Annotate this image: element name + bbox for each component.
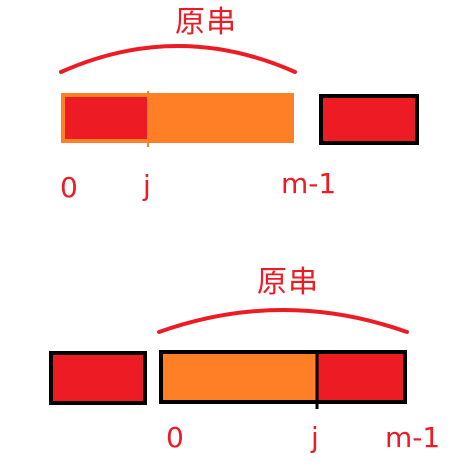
top-original-label: 原串 (175, 5, 237, 40)
bottom-original-outline (159, 350, 407, 404)
top-brace-arc (59, 44, 297, 74)
bottom-original-label: 原串 (257, 265, 319, 300)
bottom-index-m-1: m-1 (385, 421, 441, 454)
bottom-separate-red-block (49, 351, 147, 405)
bottom-original-red-suffix (317, 354, 404, 402)
top-index-j: j (143, 169, 151, 202)
top-separate-red-block (319, 94, 419, 145)
bottom-brace-arc (157, 308, 409, 334)
top-original-red-prefix (65, 97, 147, 139)
top-index-0: 0 (60, 171, 78, 204)
bottom-original-orange-segment (163, 354, 317, 402)
bottom-index-j: j (311, 421, 319, 454)
top-index-m-1: m-1 (281, 167, 337, 200)
bottom-index-0: 0 (166, 421, 184, 454)
